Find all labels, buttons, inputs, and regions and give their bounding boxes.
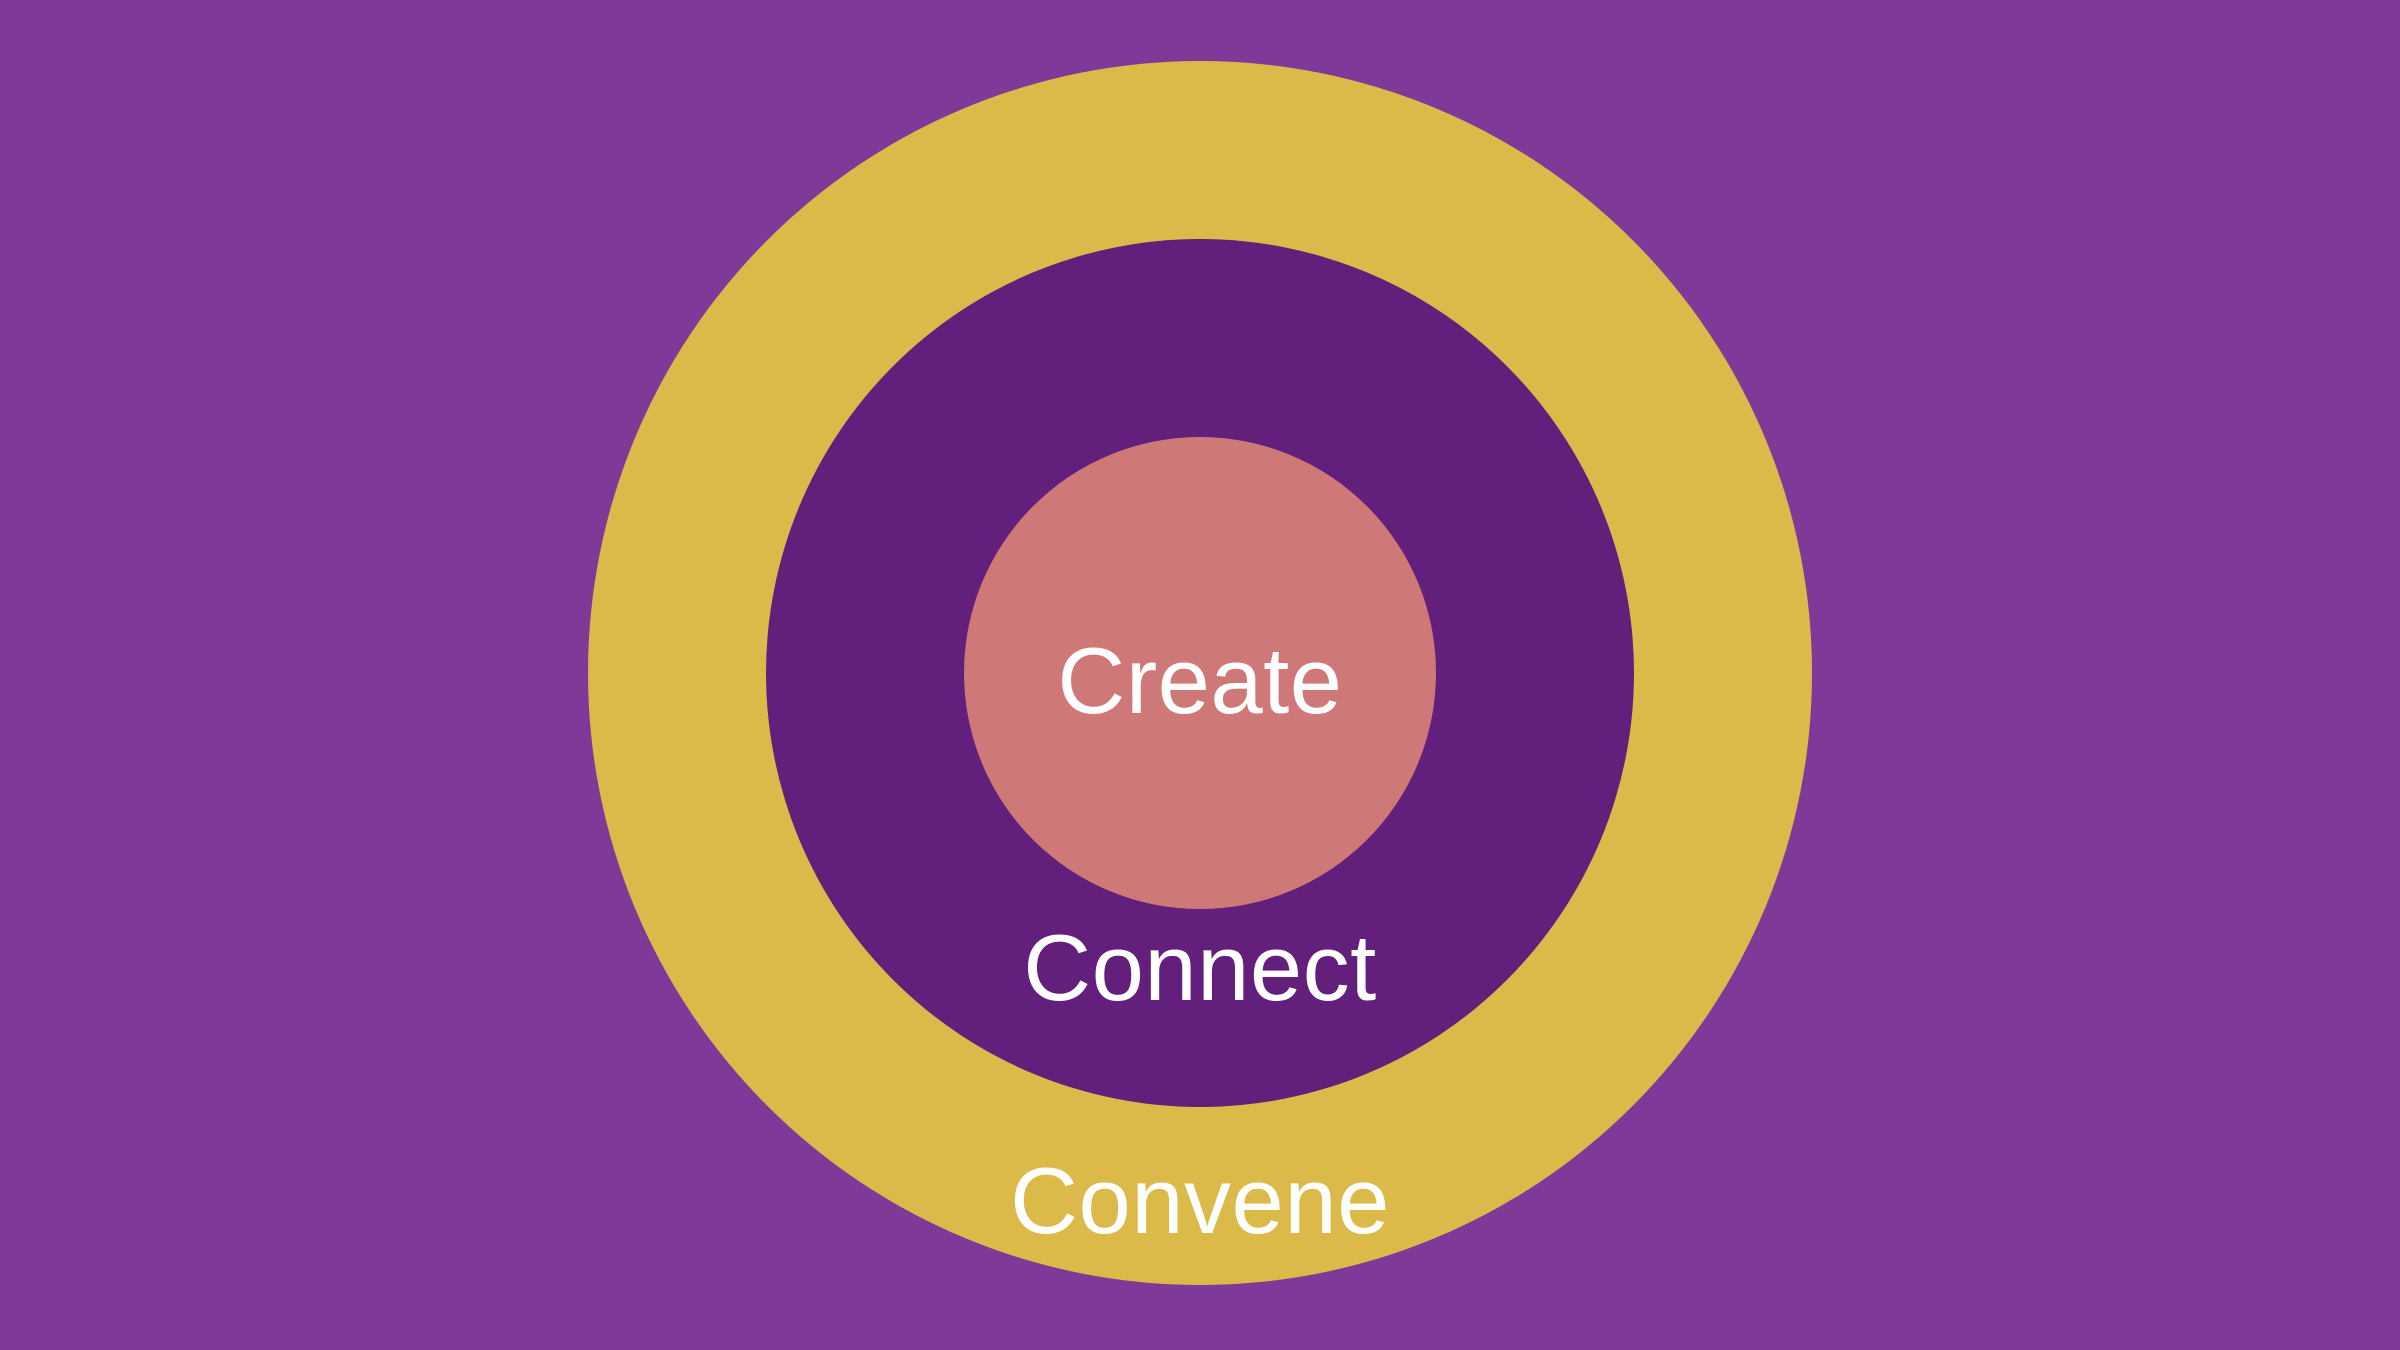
label-connect: Connect: [1023, 915, 1377, 1020]
label-create: Create: [1057, 628, 1343, 733]
label-convene: Convene: [1010, 1148, 1390, 1253]
ring-create: [964, 437, 1436, 909]
